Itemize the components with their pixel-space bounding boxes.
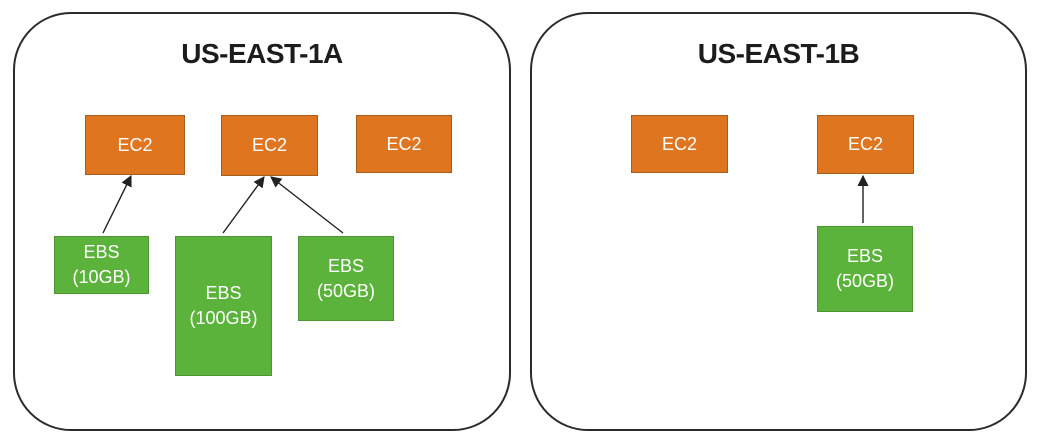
ebs-label: EBS bbox=[327, 255, 365, 276]
ec2-label: EC2 bbox=[847, 134, 883, 154]
ebs-label: EBS bbox=[83, 242, 120, 262]
ebs-label: EBS bbox=[205, 283, 242, 303]
ec2-label: EC2 bbox=[386, 133, 422, 154]
availability-zone-us-east-1b: US-EAST-1B EC2 EC2 EBS (50GB) bbox=[530, 12, 1027, 431]
zone-title: US-EAST-1B bbox=[697, 38, 860, 69]
ebs-volume-box: EBS (10GB) bbox=[54, 236, 149, 294]
ebs-label: EBS bbox=[846, 246, 884, 266]
ebs-size-label: (50GB) bbox=[316, 280, 376, 301]
ec2-label: EC2 bbox=[251, 135, 287, 155]
ebs-volume-box: EBS (50GB) bbox=[817, 226, 913, 312]
availability-zone-us-east-1a: US-EAST-1A EC2 EC2 EC2 EBS (10GB) EBS (1… bbox=[13, 12, 511, 431]
ec2-instance-box: EC2 bbox=[817, 115, 914, 174]
ec2-instance-box: EC2 bbox=[631, 115, 728, 173]
ebs-size-label: (10GB) bbox=[72, 267, 131, 287]
ec2-label: EC2 bbox=[661, 133, 697, 154]
ec2-instance-box: EC2 bbox=[85, 115, 185, 175]
ebs-volume-box: EBS (100GB) bbox=[175, 236, 272, 376]
zone-title: US-EAST-1A bbox=[181, 38, 343, 69]
ec2-label: EC2 bbox=[117, 134, 153, 155]
ebs-size-label: (50GB) bbox=[835, 271, 895, 291]
ec2-instance-box: EC2 bbox=[356, 115, 452, 173]
ebs-size-label: (100GB) bbox=[189, 308, 258, 328]
ebs-volume-box: EBS (50GB) bbox=[298, 236, 394, 321]
ec2-instance-box: EC2 bbox=[221, 115, 318, 176]
